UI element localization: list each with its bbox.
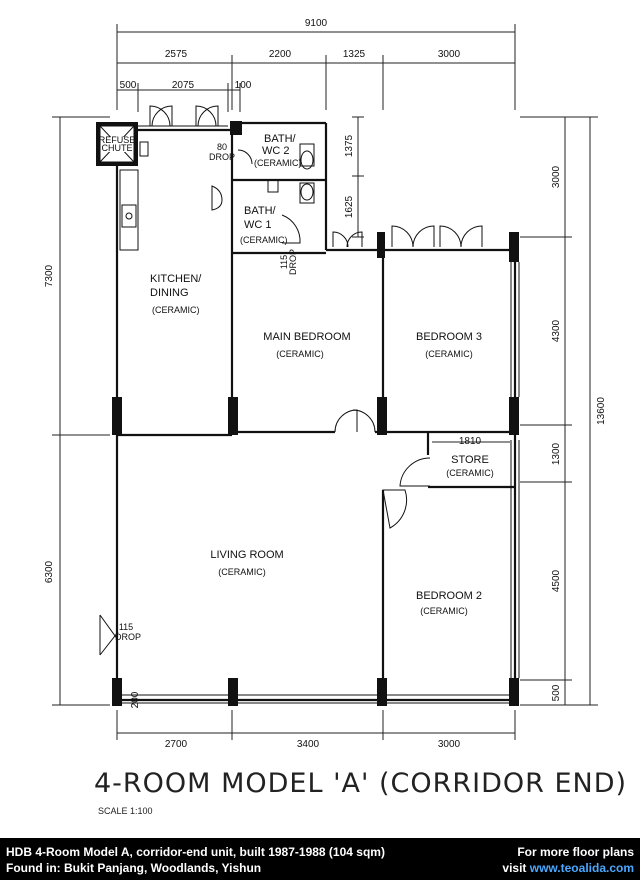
bath2-finish: (CERAMIC) — [254, 158, 302, 168]
dim-right-4: 4500 — [551, 569, 562, 592]
kitchen-label-2: DINING — [150, 287, 189, 299]
dim-bottom-1: 2700 — [165, 739, 188, 750]
floor-plan: REFUSE CHUTE — [44, 18, 607, 750]
footer-description: HDB 4-Room Model A, corridor-end unit, b… — [6, 845, 385, 859]
main-bedroom-finish: (CERAMIC) — [276, 349, 324, 359]
footer-locations: Found in: Bukit Panjang, Woodlands, Yish… — [6, 861, 262, 875]
drop-115b-value: 115 — [119, 622, 133, 632]
footer-bar: HDB 4-Room Model A, corridor-end unit, b… — [0, 838, 640, 880]
website-link[interactable]: www.teoalida.com — [529, 861, 634, 875]
bedroom3-label: BEDROOM 3 — [416, 331, 482, 343]
kitchen-finish: (CERAMIC) — [152, 305, 200, 315]
bath1-label-2: WC 1 — [244, 219, 272, 231]
dim-bottom-2: 3400 — [297, 739, 320, 750]
dim-bottom-3: 3000 — [438, 739, 461, 750]
drop-115a-value: 115 — [279, 255, 289, 269]
dim-sub-3: 100 — [235, 80, 252, 91]
bath2-label-1: BATH/ — [264, 133, 297, 145]
bedroom2-finish: (CERAMIC) — [420, 606, 468, 616]
dim-bath2-height: 1375 — [344, 134, 355, 157]
dim-top-1: 2575 — [165, 49, 188, 60]
bedroom3-finish: (CERAMIC) — [425, 349, 473, 359]
plan-scale: SCALE 1:100 — [98, 806, 153, 816]
refuse-chute-label-2: CHUTE — [102, 143, 133, 153]
living-room-finish: (CERAMIC) — [218, 567, 266, 577]
dim-right-3: 1300 — [551, 442, 562, 465]
living-room-label: LIVING ROOM — [210, 549, 283, 561]
dim-sub-1: 500 — [120, 80, 137, 91]
drop-115a-label: DROP — [288, 249, 298, 275]
footer-more-plans: For more floor plans — [517, 845, 634, 859]
kitchen-sink — [119, 141, 223, 251]
bath2-label-2: WC 2 — [262, 145, 290, 157]
drop-80-label: DROP — [209, 152, 235, 162]
dim-right-overall: 13600 — [596, 397, 607, 425]
dim-overall-width: 9100 — [305, 18, 328, 29]
dim-left-lower: 6300 — [44, 560, 55, 583]
store-label: STORE — [451, 454, 489, 466]
refuse-chute-label-1: REFUSE — [99, 135, 136, 145]
bath1-label-1: BATH/ — [244, 205, 277, 217]
main-bedroom-label: MAIN BEDROOM — [263, 331, 350, 343]
dim-top-4: 3000 — [438, 49, 461, 60]
plan-title: 4-ROOM MODEL 'A' (CORRIDOR END) — [94, 768, 628, 799]
dim-sub-2: 2075 — [172, 80, 195, 91]
dim-right-1: 3000 — [551, 165, 562, 188]
refuse-chute: REFUSE CHUTE — [96, 122, 138, 166]
dim-left-upper: 7300 — [44, 264, 55, 287]
dim-bath1-height: 1625 — [344, 195, 355, 218]
dim-top-2: 2200 — [269, 49, 292, 60]
store-finish: (CERAMIC) — [446, 468, 494, 478]
dim-right-2: 4300 — [551, 319, 562, 342]
bath1-finish: (CERAMIC) — [240, 235, 288, 245]
bedroom2-label: BEDROOM 2 — [416, 590, 482, 602]
dim-bottom-small: 200 — [130, 691, 141, 708]
dim-right-5: 500 — [551, 684, 562, 701]
footer-visit-prefix: visit — [502, 861, 530, 875]
dim-top-3: 1325 — [343, 49, 366, 60]
kitchen-label-1: KITCHEN/ — [150, 273, 202, 285]
drop-115b-label: DROP — [115, 632, 141, 642]
drop-80-value: 80 — [217, 142, 227, 152]
footer-visit: visit www.teoalida.com — [502, 861, 634, 875]
dim-store-width: 1810 — [459, 436, 482, 447]
